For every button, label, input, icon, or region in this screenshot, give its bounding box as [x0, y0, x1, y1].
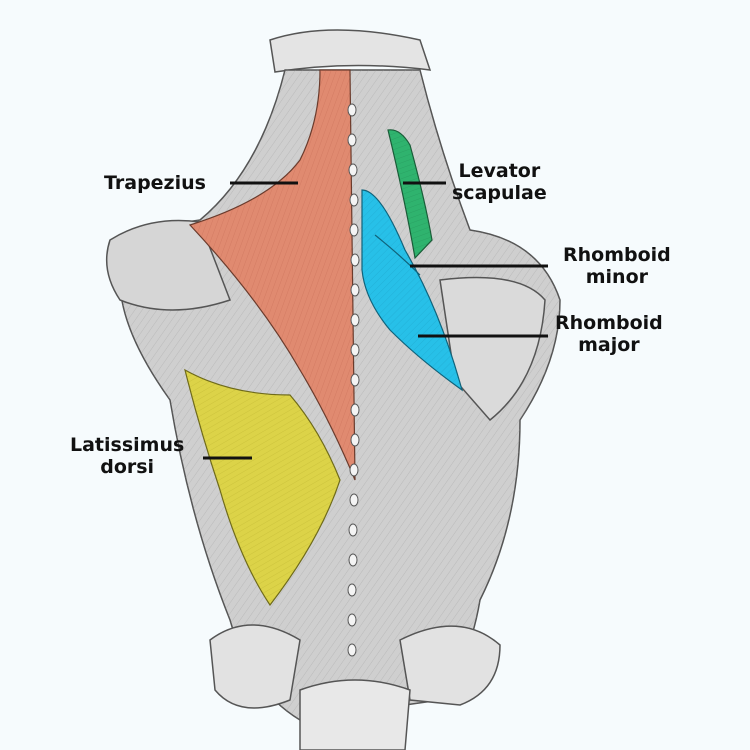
label-rhomboid-major-line2: major	[578, 334, 640, 356]
pelvis	[209, 624, 301, 709]
left-shoulder	[105, 219, 231, 311]
label-rhomboid-major-line1: Rhomboid	[555, 312, 663, 334]
label-rhomboid-minor: Rhomboid minor	[563, 244, 671, 288]
label-trapezius-text: Trapezius	[104, 172, 206, 194]
label-rhomboid-minor-line1: Rhomboid	[563, 244, 671, 266]
label-trapezius: Trapezius	[104, 172, 206, 194]
label-rhomboid-major: Rhomboid major	[555, 312, 663, 356]
label-levator-scapulae: Levator scapulae	[452, 160, 547, 204]
spine	[347, 103, 360, 657]
right-scapula	[439, 276, 546, 422]
label-levator-line2: scapulae	[452, 182, 547, 204]
label-levator-line1: Levator	[458, 160, 541, 182]
label-rhomboid-minor-line2: minor	[585, 266, 649, 288]
skull-base	[269, 29, 432, 73]
label-latissimus-line2: dorsi	[100, 456, 155, 478]
label-latissimus-dorsi: Latissimus dorsi	[70, 434, 184, 478]
leader-lines	[203, 181, 548, 460]
label-latissimus-line1: Latissimus	[70, 434, 185, 456]
